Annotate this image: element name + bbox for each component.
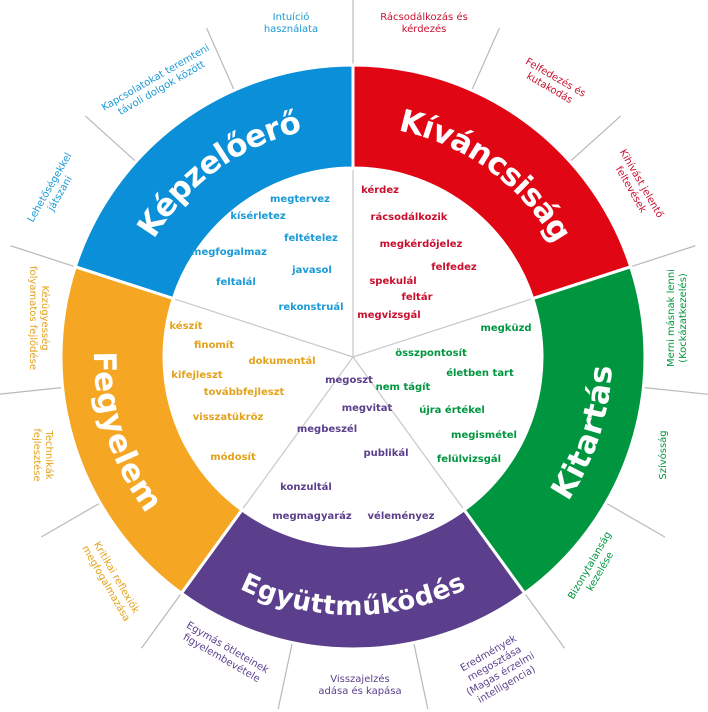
- verb-fegyelem: kifejleszt: [171, 370, 223, 381]
- inner-divider-line: [242, 356, 354, 509]
- verb-egyuttmukodes: megvitat: [342, 403, 393, 414]
- outer-divider-line: [10, 245, 76, 268]
- verb-kitartas: megismétel: [451, 429, 517, 441]
- color-ring: [59, 63, 647, 651]
- verb-lists: megtervez kísérletez feltételez megfogalmaz…: [169, 184, 531, 522]
- outer-divider-line: [413, 642, 429, 710]
- verb-kitartas: összpontosít: [395, 347, 467, 359]
- verb-egyuttmukodes: publikál: [363, 447, 408, 459]
- verb-kitartas: életben tart: [446, 367, 514, 379]
- verb-kitartas: felülvizsgál: [437, 453, 501, 465]
- outer-label-line: Technikák: [43, 429, 55, 479]
- outer-divider-line: [605, 502, 666, 538]
- inner-dividers: [174, 170, 532, 509]
- outer-divider-line: [140, 592, 182, 649]
- verb-kivancsisag: megkérdőjelez: [380, 238, 463, 250]
- outer-label-line: Rácsodálkozás és: [380, 11, 468, 23]
- outer-label-line: adása és kapása: [318, 685, 401, 697]
- outer-label-line: Kézügyesség: [39, 285, 51, 350]
- verb-fegyelem: módosít: [210, 451, 256, 463]
- outer-label-line: Szívósság: [657, 430, 669, 479]
- verb-kepzelo: kísérletez: [230, 210, 286, 222]
- outer-divider-line: [206, 27, 235, 91]
- outer-divider-line: [643, 386, 708, 395]
- verb-fegyelem: dokumentál: [248, 355, 315, 367]
- verb-kepzelo: feltalál: [216, 276, 256, 288]
- ring-segment-egyuttmukodes: [179, 507, 527, 651]
- outer-divider-line: [40, 502, 101, 538]
- outer-label-line: Intuíció: [273, 11, 310, 23]
- verb-kivancsisag: spekulál: [369, 275, 416, 287]
- verb-fegyelem: készít: [169, 320, 202, 332]
- outer-divider-line: [524, 592, 566, 649]
- verb-kitartas: megküzd: [480, 323, 531, 334]
- outer-divider-line: [85, 115, 137, 163]
- verb-egyuttmukodes: megoszt: [325, 375, 373, 386]
- verb-fegyelem: finomít: [194, 339, 234, 351]
- verb-kivancsisag: megvizsgál: [357, 309, 420, 321]
- verb-kepzelo: feltételez: [284, 232, 338, 244]
- outer-label-line: használata: [264, 23, 318, 35]
- outer-divider-line: [277, 642, 293, 710]
- outer-label-line: kérdezés: [402, 23, 447, 35]
- verb-kivancsisag: kérdez: [361, 184, 399, 196]
- verb-kepzelo: megfogalmaz: [191, 247, 267, 258]
- outer-label-line: (Kockázatkezelés): [677, 273, 689, 363]
- inner-divider-line: [352, 356, 464, 509]
- verb-egyuttmukodes: véleményez: [368, 510, 435, 522]
- verb-kivancsisag: felfedez: [431, 262, 477, 273]
- outer-divider-line: [569, 115, 621, 163]
- verb-kepzelo: javasol: [291, 265, 332, 276]
- verb-kitartas: nem tágít: [376, 381, 431, 393]
- outer-label-line: Merni másnak lenni: [665, 269, 677, 367]
- ring-segment-kitartas: [461, 264, 647, 596]
- outer-label-kitartas: Merni másnak lenni(Kockázatkezelés): [665, 269, 689, 367]
- verb-kivancsisag: rácsodálkozik: [371, 211, 448, 223]
- ring-segment-fegyelem: [59, 264, 245, 596]
- ring-segment-kepzelo: [73, 63, 355, 301]
- outer-label-line: fejlesztése: [31, 428, 43, 481]
- verb-egyuttmukodes: megbeszél: [297, 423, 357, 435]
- outer-divider-line: [471, 27, 500, 91]
- verb-kepzelo: megtervez: [270, 194, 330, 205]
- verb-fegyelem: továbbfejleszt: [204, 386, 285, 398]
- ring-segment-kivancsisag: [351, 63, 633, 301]
- verb-kivancsisag: feltár: [401, 291, 432, 303]
- outer-label-line: Visszajelzés: [330, 673, 390, 685]
- outer-divider-line: [0, 386, 63, 395]
- verb-fegyelem: visszatükröz: [193, 412, 264, 423]
- inner-divider-line: [352, 298, 532, 358]
- outer-divider-line: [630, 245, 696, 268]
- outer-label-line: Kapcsolatokat teremteni: [100, 43, 212, 114]
- verb-kitartas: újra értékel: [419, 404, 485, 416]
- verb-egyuttmukodes: megmagyaráz: [272, 510, 352, 522]
- outer-label-kitartas: Szívósság: [657, 430, 669, 479]
- inner-divider-line: [174, 298, 354, 358]
- verb-kepzelo: rekonstruál: [278, 301, 343, 313]
- verb-egyuttmukodes: konzultál: [280, 481, 332, 493]
- outer-label-line: folyamatos fejlődése: [27, 266, 39, 370]
